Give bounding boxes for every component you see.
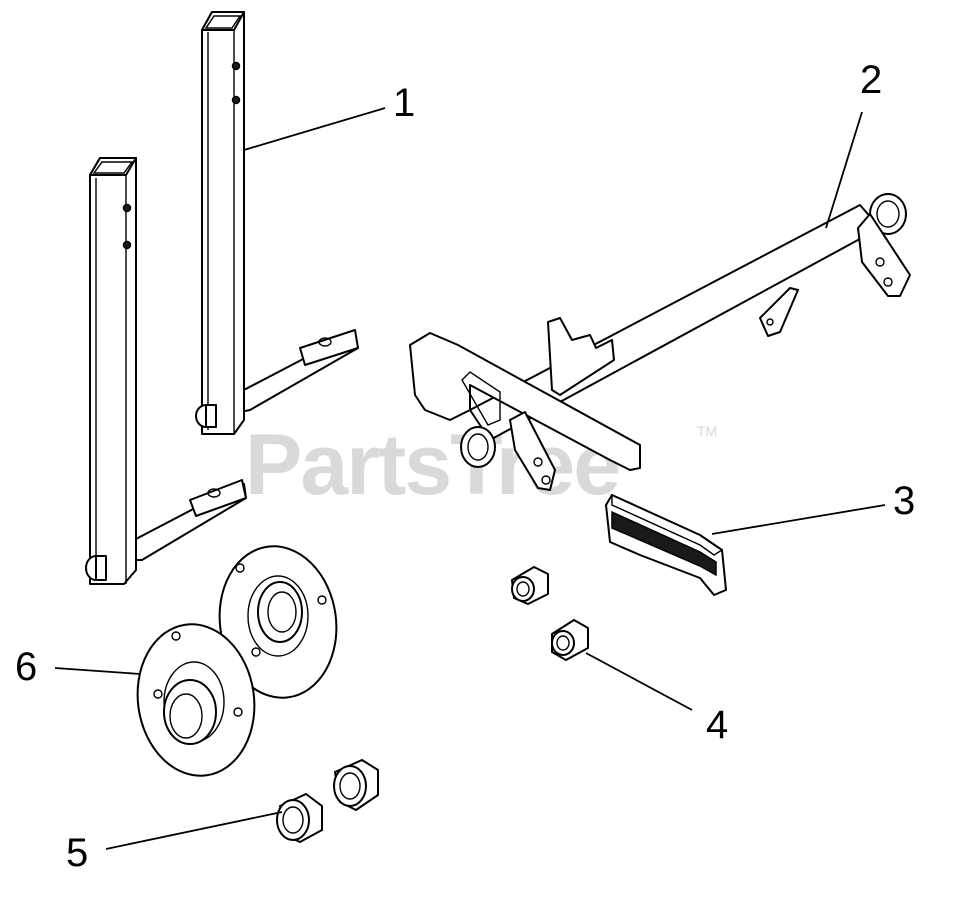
leader-3 [711, 504, 886, 535]
leader-2 [825, 111, 863, 229]
callout-1: 1 [393, 81, 415, 125]
leader-lines [54, 107, 886, 850]
leader-5 [105, 811, 283, 850]
part-5-bushing-right[interactable] [333, 759, 379, 811]
part-3-pad[interactable] [605, 493, 727, 596]
leader-4 [585, 652, 693, 711]
callout-3: 3 [893, 479, 915, 523]
part-5-bushing-left[interactable] [276, 793, 323, 843]
callout-5: 5 [66, 831, 88, 875]
watermark-trademark: TM [697, 423, 717, 439]
callout-4: 4 [706, 703, 728, 747]
callout-labels: 1 2 3 4 5 6 [15, 58, 915, 875]
part-4-bushing-lower[interactable] [551, 619, 589, 661]
part-2-axle[interactable] [409, 193, 911, 491]
part-1-rear-tube[interactable] [195, 11, 359, 435]
callout-6: 6 [15, 645, 37, 689]
leader-1 [243, 107, 386, 151]
part-1-front-tube[interactable] [85, 157, 247, 585]
callout-2: 2 [860, 58, 882, 102]
part-6-bearing-front[interactable] [128, 617, 264, 784]
part-6-bearing-rear[interactable] [210, 539, 346, 706]
part-4-bushing-upper[interactable] [511, 566, 549, 605]
leader-6 [54, 667, 141, 675]
